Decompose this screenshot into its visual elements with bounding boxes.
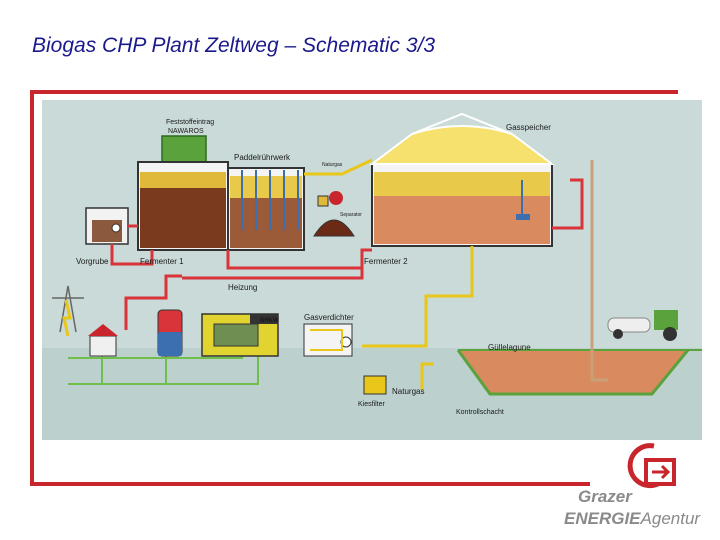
heat-tank [157, 309, 183, 357]
label-feststoff-2: NAWAROS [168, 128, 204, 135]
gas-compressor [303, 323, 353, 357]
frame-line-bottom [30, 482, 590, 486]
substrate-pipes [110, 178, 584, 330]
page-title: Biogas CHP Plant Zeltweg – Schematic 3/3 [32, 34, 436, 57]
logo-text-grazer: Grazer [578, 487, 633, 506]
logo-text-energie: ENERGIE [564, 509, 641, 528]
grazer-energieagentur-logo: Grazer ENERGIEAgentur [564, 443, 701, 528]
label-gasspeicher: Gasspeicher [506, 123, 551, 132]
label-kiesfilter: Kiesfilter [358, 401, 386, 408]
label-bhkw: BHKW [260, 318, 279, 324]
house-and-pylon [52, 285, 118, 357]
vorgrube [85, 207, 129, 245]
tractor [607, 310, 678, 341]
slurry-lagoon [456, 160, 702, 396]
label-heizung: Heizung [228, 283, 257, 292]
paddle-stirrers [241, 170, 299, 230]
label-naturgas-top: Naturgas [322, 162, 343, 168]
label-paddel: Paddelrührwerk [234, 153, 291, 162]
label-kontrollschacht: Kontrollschacht [456, 409, 504, 416]
logo-text-agentur: Agentur [640, 509, 702, 528]
label-fermenter-2: Fermenter 2 [364, 257, 408, 266]
fermenter-2 [369, 112, 555, 247]
label-vorgrube: Vorgrube [76, 257, 109, 266]
logo-mark-icon [627, 443, 676, 489]
bhkw-unit [201, 313, 279, 357]
fermenter-1 [137, 161, 305, 251]
label-gasverdichter: Gasverdichter [304, 313, 354, 322]
label-feststoff-1: Feststoffeintrag [166, 119, 214, 126]
separator [313, 191, 355, 237]
frame-line-left [30, 90, 34, 486]
biogas-schematic: Feststoffeintrag NAWAROS Paddelrührwerk … [42, 100, 702, 440]
gravel-filter [363, 375, 387, 395]
label-separator: Separator [340, 212, 362, 218]
logo-text-energieagentur: ENERGIEAgentur [564, 509, 701, 528]
label-fermenter-1: Fermenter 1 [140, 257, 184, 266]
label-guellelagune: Güllelagune [488, 343, 531, 352]
frame-line-top [30, 90, 678, 94]
label-naturgas-bottom: Naturgas [392, 387, 424, 396]
